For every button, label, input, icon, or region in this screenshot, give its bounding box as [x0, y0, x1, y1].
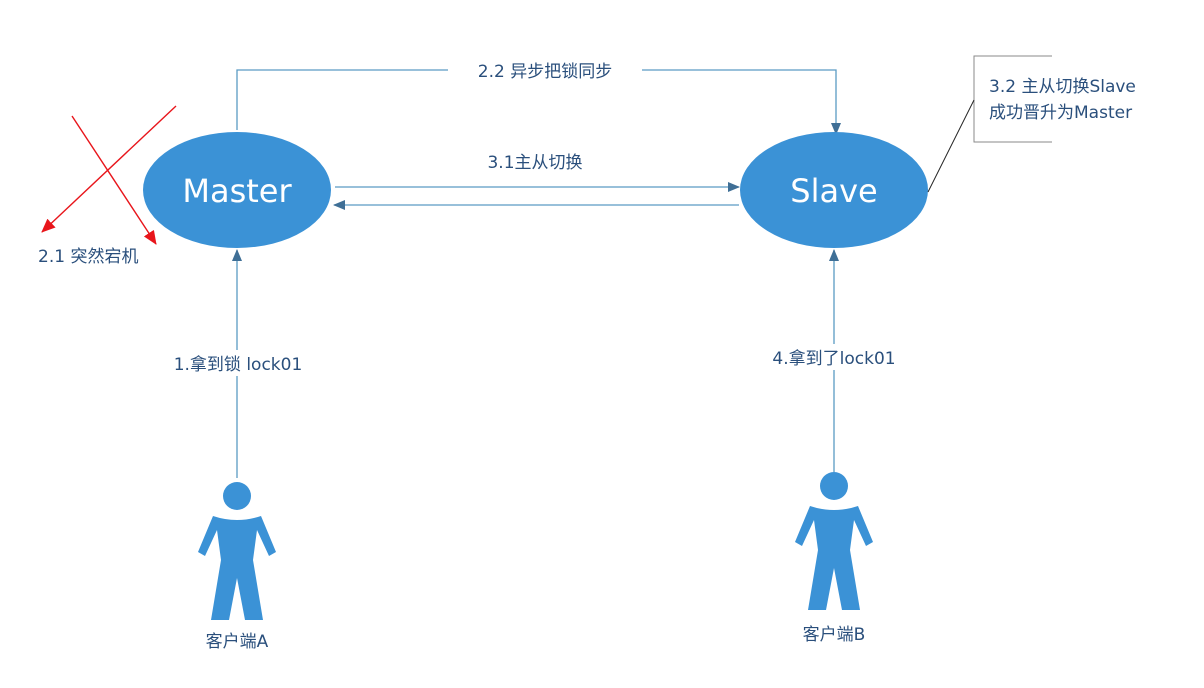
- crash-annotation: 2.1 突然宕机: [38, 247, 138, 267]
- slave-node: [740, 132, 928, 248]
- client-b-label: 客户端B: [803, 625, 866, 645]
- edge-client-a-label: 1.拿到锁 lock01: [174, 354, 303, 375]
- promote-annotation-line2: 成功晋升为Master: [989, 103, 1132, 123]
- edge-failover-label: 3.1主从切换: [487, 153, 582, 173]
- master-node-label: Master: [182, 172, 292, 210]
- edge-client-b-label-bg: [758, 344, 910, 370]
- promote-callout-connector: [927, 99, 975, 193]
- client-a-label: 客户端A: [206, 632, 269, 652]
- edge-client-a-label-bg: [160, 350, 316, 376]
- promote-annotation-line1: 3.2 主从切换Slave: [989, 77, 1136, 97]
- promote-callout-box: [973, 55, 1052, 143]
- client-a-person-icon: [198, 482, 276, 620]
- slave-node-label: Slave: [790, 172, 877, 210]
- client-b-person-icon: [795, 472, 873, 610]
- master-node: [143, 132, 331, 248]
- crash-mark-stroke-1: [71, 115, 157, 245]
- crash-mark-stroke-2: [41, 105, 177, 233]
- edge-client-b-label: 4.拿到了lock01: [772, 348, 895, 369]
- edge-async-sync-label-bg: [448, 58, 642, 82]
- edge-async-sync-label: 2.2 异步把锁同步: [478, 62, 612, 82]
